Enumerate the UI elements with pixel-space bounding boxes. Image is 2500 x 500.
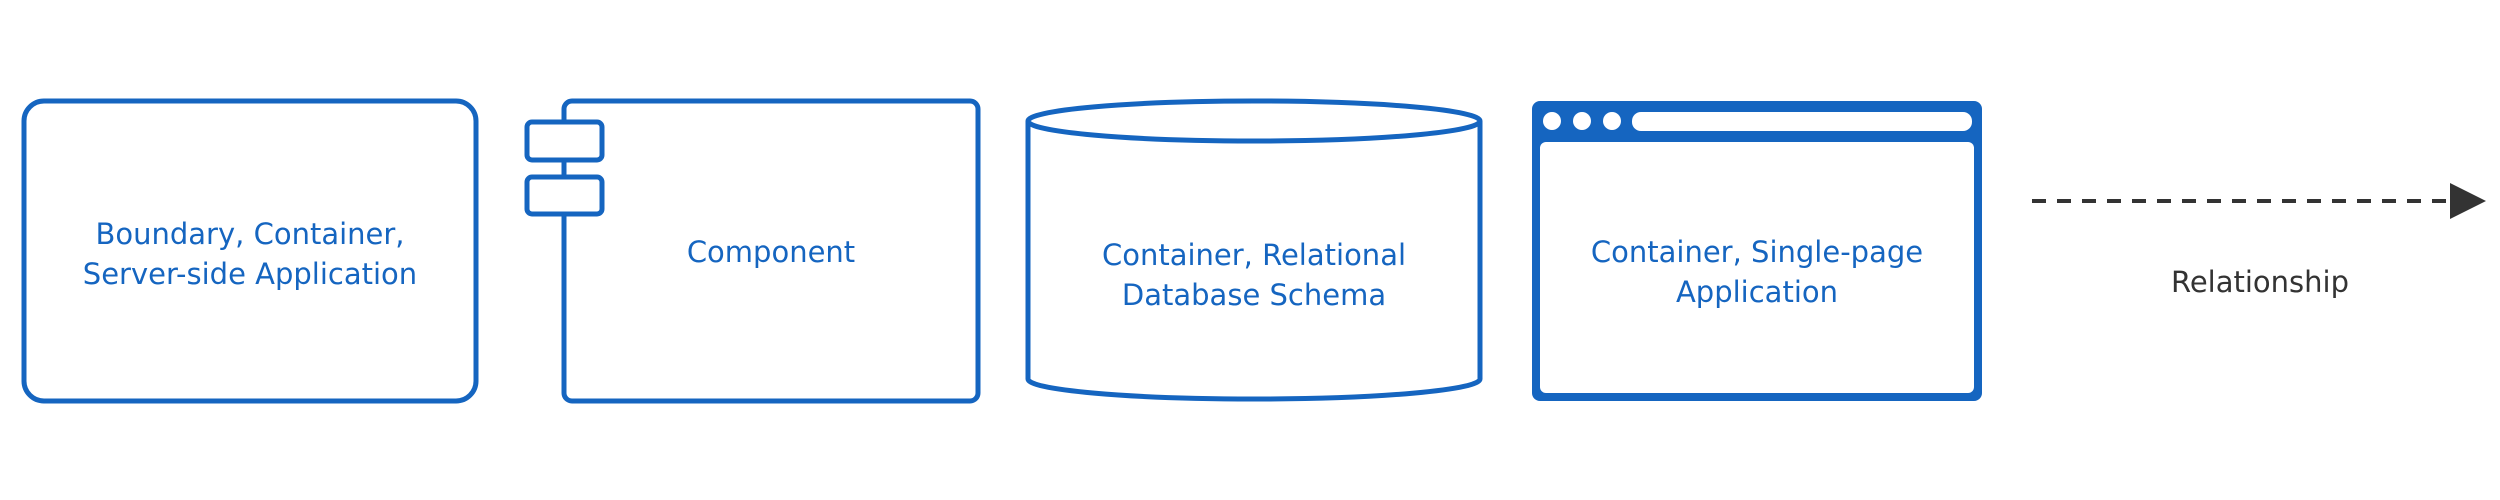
- component-tab-bottom-icon: [524, 174, 605, 217]
- browser-dot-3-icon: [1603, 112, 1621, 130]
- boundary-container-label-line1: Boundary, Container,: [95, 217, 404, 251]
- spa-shape: Container, Single-page Application: [1532, 101, 1982, 401]
- boundary-container-shape: Boundary, Container, Server-side Applica…: [21, 98, 479, 404]
- component-box: [561, 98, 981, 404]
- arrow-head-icon: [2450, 183, 2486, 219]
- component-shape: Component: [524, 98, 981, 404]
- spa-label-line1: Container, Single-page: [1591, 235, 1923, 269]
- component-label: Component: [687, 235, 855, 269]
- component-tab-top-icon: [524, 119, 605, 163]
- spa-browser-content: [1540, 142, 1974, 393]
- database-body: [1025, 121, 1483, 402]
- database-label-line1: Container, Relational: [1102, 238, 1406, 272]
- browser-address-bar-icon: [1632, 112, 1972, 131]
- relationship-label: Relationship: [2171, 265, 2349, 299]
- database-shape: Container, Relational Database Schema: [1025, 98, 1483, 402]
- browser-dot-1-icon: [1543, 112, 1561, 130]
- boundary-container-label-line2: Server-side Application: [83, 257, 417, 291]
- database-top-ellipse: [1025, 98, 1483, 144]
- spa-label-line2: Application: [1676, 275, 1838, 309]
- boundary-container-box: [21, 98, 479, 404]
- relationship-legend: Relationship: [2032, 183, 2486, 299]
- database-label-line2: Database Schema: [1122, 278, 1386, 312]
- browser-dot-2-icon: [1573, 112, 1591, 130]
